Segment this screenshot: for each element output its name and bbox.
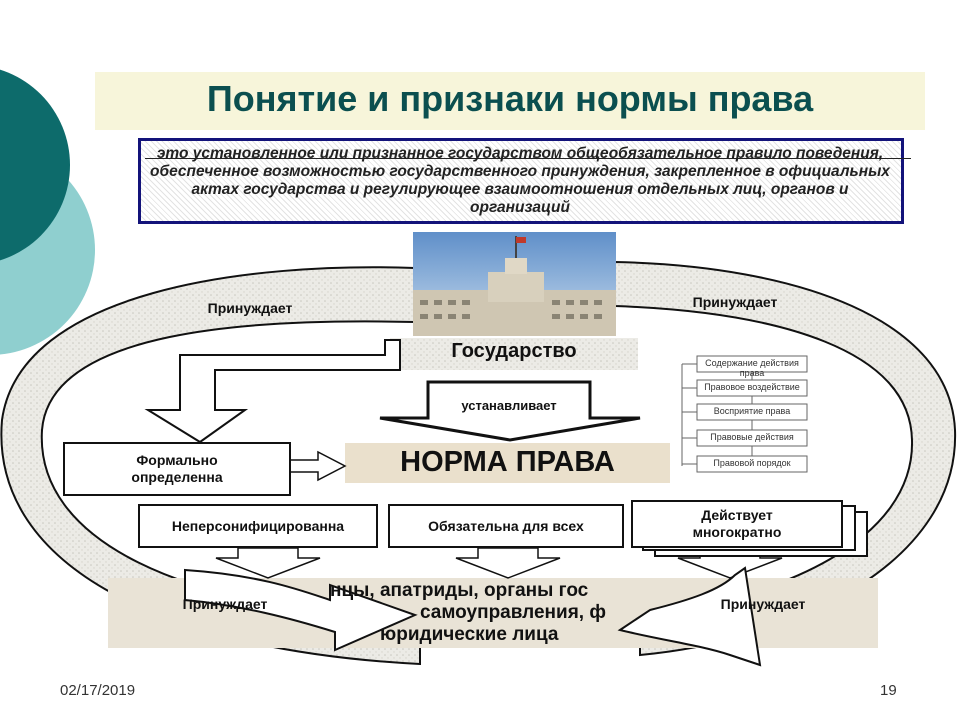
arrow-down-impersonal (215, 547, 321, 579)
subjects-line-3: юридические лица (380, 624, 559, 645)
law-action-flowchart (681, 355, 808, 473)
subjects-line-2: самоуправления, ф (420, 602, 606, 623)
definition-box (138, 138, 904, 224)
definition-text: это установленное или признанное государ… (150, 145, 890, 216)
circular-band-right (614, 260, 957, 657)
feature-impersonal-box: Неперсонифицированна (138, 504, 378, 548)
establishes-label: устанавливает (461, 398, 557, 413)
arrow-down-left (144, 339, 401, 444)
circular-band (0, 266, 421, 666)
coerces-label-bottom-right: Принуждает (720, 596, 806, 612)
establishes-arrow (379, 380, 641, 442)
feature-formal-box: Формально определенна (63, 442, 291, 496)
feature-impersonal-label: Неперсонифицированна (171, 517, 345, 534)
footer-page-number: 19 (880, 682, 897, 699)
definition-underline (145, 158, 911, 159)
arrow-formal-to-norm (289, 450, 347, 482)
coerces-label-top-right: Принуждает (692, 294, 778, 310)
state-label: Государство (451, 340, 577, 362)
feature-formal-label: Формально определенна (131, 452, 223, 485)
coerces-label-bottom-left: Принуждает (182, 596, 268, 612)
flowchart-item: Восприятие права (713, 406, 791, 416)
flowchart-item: Правовые действия (710, 432, 794, 442)
title-bar (95, 72, 925, 130)
feature-mandatory-label: Обязательна для всех (428, 517, 584, 534)
arrow-down-mandatory (455, 547, 561, 579)
feature-mandatory-box: Обязательна для всех (388, 504, 624, 548)
decorative-circles (0, 69, 95, 355)
flowchart-item: Содержание действия права (705, 358, 799, 378)
norm-banner (345, 443, 670, 483)
bottom-right-curved-arrow (617, 566, 762, 667)
feature-repeated-box: Действует многократно (631, 500, 843, 548)
subjects-line-1: нцы, апатриды, органы гос (330, 580, 589, 601)
coerces-label-top-left: Принуждает (207, 300, 293, 316)
bottom-left-curved-arrow (184, 568, 418, 652)
feature-repeated-label: Действует многократно (692, 507, 782, 540)
state-label-bg (390, 338, 638, 370)
deco-circle-dark (0, 69, 70, 261)
footer-date: 02/17/2019 (60, 682, 136, 699)
slide-title: Понятие и признаки нормы права (206, 78, 814, 119)
flowchart-item: Правовое воздействие (704, 382, 800, 392)
flowchart-item: Правовой порядок (713, 458, 791, 468)
government-building-icon (413, 236, 616, 336)
norm-label: НОРМА ПРАВА (400, 446, 615, 478)
